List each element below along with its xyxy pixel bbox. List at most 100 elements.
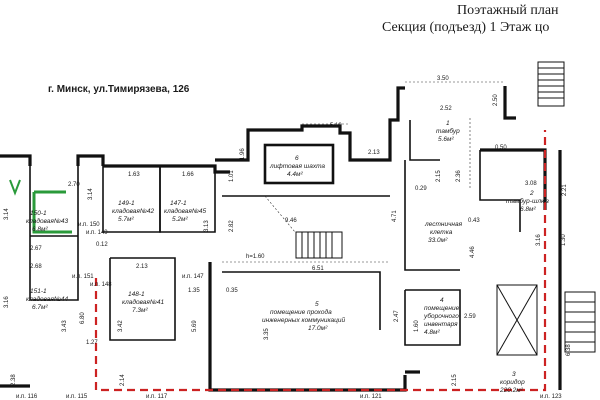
svg-text:кладовая№41: кладовая№41 <box>122 298 165 306</box>
svg-text:инженерных коммуникаций: инженерных коммуникаций <box>262 316 345 324</box>
green-wall-marker <box>32 192 72 234</box>
svg-text:2.13: 2.13 <box>368 150 380 156</box>
svg-text:кладовая№42: кладовая№42 <box>112 207 155 215</box>
svg-text:3: 3 <box>512 371 516 378</box>
svg-text:3.16: 3.16 <box>536 234 542 246</box>
svg-text:6.38: 6.38 <box>566 344 572 356</box>
room-3-label: 3 коридор 220.2м² <box>499 371 525 394</box>
plan-title: Поэтажный план <box>457 3 559 18</box>
svg-text:кладовая№45: кладовая№45 <box>164 207 207 215</box>
building-address: г. Минск, ул.Тимирязева, 126 <box>48 84 190 95</box>
svg-text:2.50: 2.50 <box>493 94 499 106</box>
svg-text:0.12: 0.12 <box>96 242 108 248</box>
partition-room5 <box>222 271 381 330</box>
svg-text:2.47: 2.47 <box>394 310 400 322</box>
dimension-labels: 3.50 2.52 2.50 5.19 1.96 2.13 0.50 3.08 … <box>4 76 572 386</box>
svg-text:лифтовая шахта: лифтовая шахта <box>269 163 325 170</box>
partition-storage-147 <box>159 166 216 233</box>
svg-text:148-1: 148-1 <box>128 291 145 298</box>
partition-tambour1 <box>409 120 440 161</box>
exterior-walls <box>0 86 562 392</box>
svg-text:лестничная: лестничная <box>424 221 463 228</box>
svg-text:6.8м²: 6.8м² <box>520 206 536 213</box>
svg-text:150-1: 150-1 <box>30 210 47 217</box>
svg-text:тамбур-шлюз: тамбур-шлюз <box>506 197 549 205</box>
svg-text:6.7м²: 6.7м² <box>32 304 48 311</box>
svg-text:2.15: 2.15 <box>452 374 458 386</box>
svg-text:1.30: 1.30 <box>561 234 567 246</box>
svg-text:4.4м²: 4.4м² <box>287 171 303 178</box>
svg-text:6.80: 6.80 <box>80 312 86 324</box>
svg-text:и.п. 116: и.п. 116 <box>16 394 38 400</box>
svg-text:149-1: 149-1 <box>118 200 135 207</box>
svg-text:h=1.60: h=1.60 <box>246 254 265 260</box>
green-v-mark <box>9 179 21 196</box>
partition-tambour2 <box>479 150 521 232</box>
svg-text:2.67: 2.67 <box>30 246 42 252</box>
svg-text:2.15: 2.15 <box>436 170 442 182</box>
room-5-label: 5 помещение прохода инженерных коммуника… <box>262 301 345 332</box>
svg-text:и.п. 149: и.п. 149 <box>86 230 108 236</box>
svg-text:6.51: 6.51 <box>312 266 324 272</box>
svg-text:2.68: 2.68 <box>30 264 42 270</box>
partitions <box>29 120 521 346</box>
wall-storage-top <box>103 164 230 174</box>
svg-text:и.п. 147: и.п. 147 <box>182 274 204 280</box>
svg-text:и.п. 123: и.п. 123 <box>540 394 562 400</box>
svg-text:151-1: 151-1 <box>30 288 47 295</box>
room-147-label: 147-1 кладовая№45 5.2м² <box>164 200 207 223</box>
svg-text:2.70: 2.70 <box>68 182 80 188</box>
svg-text:5.19: 5.19 <box>330 123 342 129</box>
svg-text:33.0м²: 33.0м² <box>428 237 448 244</box>
room-6-label: 6 лифтовая шахта 4.4м² <box>269 155 325 178</box>
room-151-label: 151-1 кладовая№44 6.7м² <box>26 288 69 311</box>
svg-text:6: 6 <box>295 155 299 162</box>
svg-text:6.8м²: 6.8м² <box>32 226 48 233</box>
room-2-label: 2 тамбур-шлюз 6.8м² <box>506 190 549 213</box>
room-4-label: 4 помещение уборочного инвентаря 4.8м² <box>423 297 460 336</box>
svg-text:2.21: 2.21 <box>562 184 568 196</box>
svg-text:0.43: 0.43 <box>468 218 480 224</box>
svg-text:1.63: 1.63 <box>128 172 140 178</box>
svg-text:тамбур: тамбур <box>436 127 460 135</box>
room-150-label: 150-1 кладовая№43 6.8м² <box>26 210 69 233</box>
axis-labels: и.п. 150 и.п. 149 и.п. 151 и.п. 148 и.п.… <box>16 222 562 400</box>
svg-text:1.01: 1.01 <box>229 170 235 182</box>
svg-text:220.2м²: 220.2м² <box>499 387 524 394</box>
svg-text:кладовая№44: кладовая№44 <box>26 295 69 303</box>
elevator-shaft <box>263 143 335 185</box>
svg-text:5: 5 <box>315 301 319 308</box>
svg-text:147-1: 147-1 <box>170 200 187 207</box>
svg-text:0.50: 0.50 <box>495 145 507 151</box>
svg-text:3.08: 3.08 <box>525 181 537 187</box>
stair-room-label: лестничная клетка 33.0м² <box>424 221 463 244</box>
partition-stair <box>404 160 460 271</box>
svg-text:5.7м²: 5.7м² <box>118 216 134 223</box>
svg-text:4.46: 4.46 <box>470 246 476 258</box>
svg-text:2.59: 2.59 <box>464 314 476 320</box>
room-149-label: 149-1 кладовая№42 5.7м² <box>112 200 155 223</box>
wall-left-room-top <box>76 154 105 166</box>
wall-left-upper <box>0 154 32 166</box>
svg-text:4.8м²: 4.8м² <box>424 329 440 336</box>
svg-text:1.66: 1.66 <box>182 172 194 178</box>
svg-text:5.2м²: 5.2м² <box>172 216 188 223</box>
svg-text:помещение: помещение <box>424 305 460 312</box>
svg-text:и.п. 148: и.п. 148 <box>90 282 112 288</box>
svg-text:17.0м²: 17.0м² <box>308 325 328 332</box>
svg-text:3.14: 3.14 <box>4 208 10 220</box>
svg-text:3.14: 3.14 <box>88 188 94 200</box>
svg-text:и.п. 115: и.п. 115 <box>66 394 88 400</box>
stairs <box>295 61 596 356</box>
svg-text:2.14: 2.14 <box>120 374 126 386</box>
svg-text:клетка: клетка <box>430 229 453 236</box>
room-148-label: 148-1 кладовая№41 7.3м² <box>122 291 165 314</box>
svg-text:1.60: 1.60 <box>414 320 420 332</box>
svg-text:кладовая№43: кладовая№43 <box>26 217 69 225</box>
svg-text:2.13: 2.13 <box>136 264 148 270</box>
svg-text:2.38: 2.38 <box>11 374 17 386</box>
wall-center-upper <box>215 86 405 162</box>
svg-text:7.3м²: 7.3м² <box>132 307 148 314</box>
svg-text:3.13: 3.13 <box>204 220 210 232</box>
svg-text:1: 1 <box>446 120 450 127</box>
